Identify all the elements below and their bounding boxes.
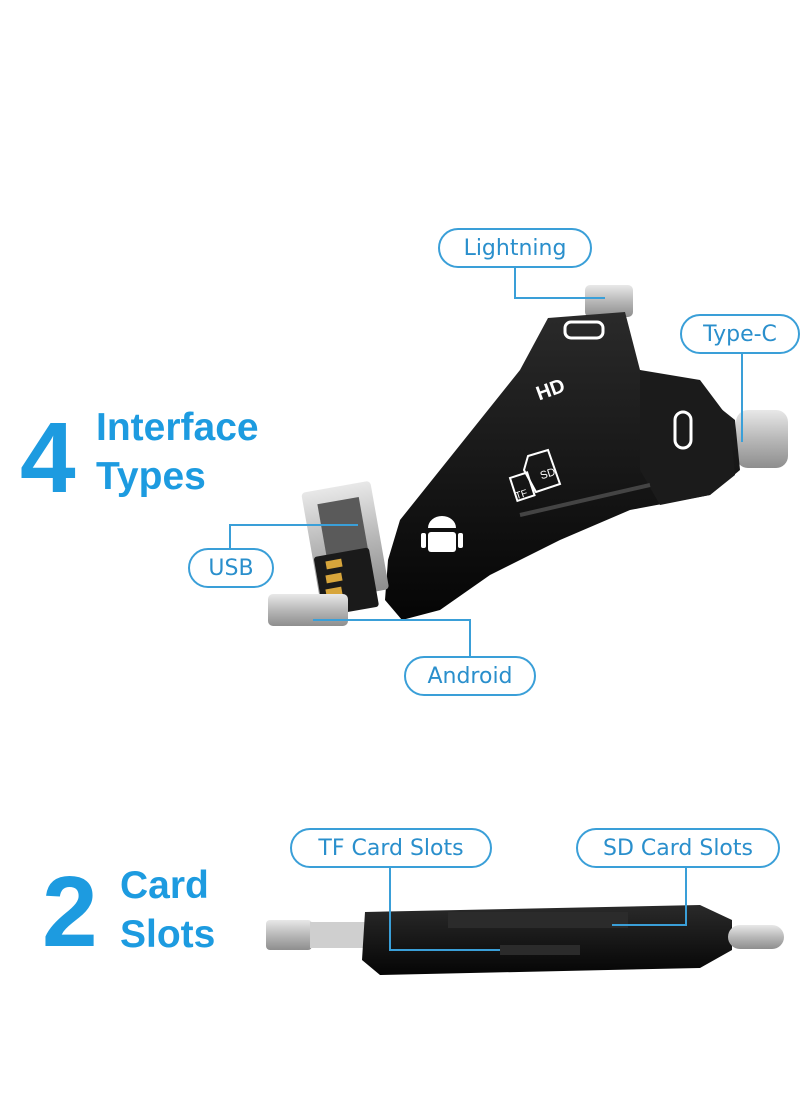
android-callout: Android [404,656,536,696]
card-reader-side-view [266,905,784,975]
tf-slots-callout: TF Card Slots [290,828,492,868]
card-reader-top-view [268,285,788,626]
slot-count: 2 [42,856,98,968]
interface-count: 4 [20,402,76,514]
interface-heading: Interface Types [96,404,259,502]
usb-callout: USB [188,548,274,588]
sd-card-icon [522,448,562,494]
micro-usb-connector [268,594,348,626]
sd-slots-callout: SD Card Slots [576,828,780,868]
slots-heading: Card Slots [120,862,215,960]
sd-mark: SD [539,466,557,482]
slots-heading-line2: Slots [120,912,216,956]
usb-connector [301,481,389,616]
android-logo-icon [421,516,463,552]
slots-heading-line1: Card [120,864,209,907]
interface-heading-line2: Types [96,454,206,498]
interface-heading-line1: Interface [96,406,259,449]
windows-logo-icon [372,474,404,504]
typec-connector [736,410,788,468]
tf-card-icon [508,471,536,503]
lightning-connector [585,285,633,317]
lightning-callout: Lightning [438,228,592,268]
typec-callout: Type-C [680,314,800,354]
tf-mark: TF [514,488,529,502]
